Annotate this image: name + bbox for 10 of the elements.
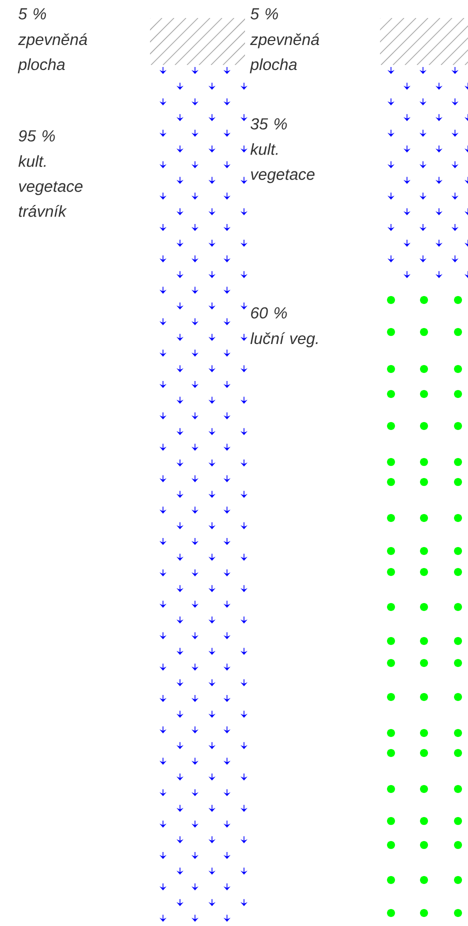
area-label: 35 % — [250, 118, 287, 130]
area-label: kult. vegetace — [250, 143, 315, 184]
area-label: luční veg. — [250, 332, 318, 348]
area-label: 5 % — [18, 8, 46, 20]
area-label: kult. vegetace trávník — [18, 155, 83, 217]
area-label: zpevněná plocha — [18, 33, 88, 74]
area-label: zpevněná plocha — [250, 33, 320, 74]
area-label: 95 % — [18, 130, 55, 142]
area-label: 5 % — [250, 8, 278, 20]
area-label: 60 % — [251, 307, 287, 319]
